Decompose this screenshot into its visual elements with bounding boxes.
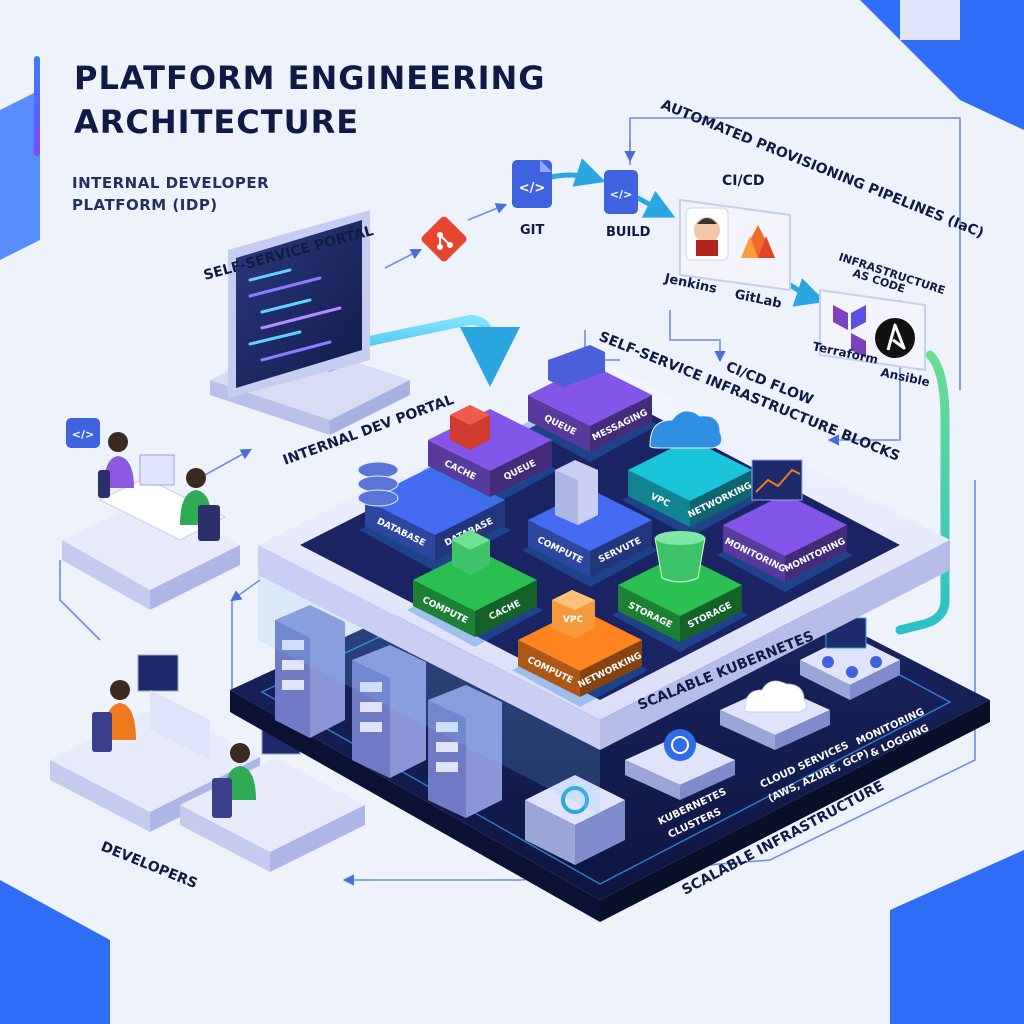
page-title-line1: PLATFORM ENGINEERING [74,59,546,97]
chip-icon [452,530,490,575]
database-icon [357,461,399,507]
server-racks [275,605,502,818]
vpc-icon-label: VPC [563,615,584,625]
developer-code-bubble: </> [66,418,100,448]
queue-icon [548,345,605,387]
kubernetes-tile [625,729,735,800]
label-cicd: CI/CD [722,173,765,189]
iac-to-kubernetes-arrow [895,350,950,635]
gear-server-icon [525,775,625,865]
build-icon: </> [604,170,638,214]
label-developers: DEVELOPERS [99,839,200,892]
title-block: PLATFORM ENGINEERING ARCHITECTURE [34,56,594,156]
cloud-network-icon [649,410,723,449]
label-git: GIT [520,223,545,238]
jenkins-icon [685,207,729,261]
subtitle-line2: PLATFORM (IDP) [72,196,218,214]
ansible-icon [875,318,915,358]
subtitle-line1: INTERNAL DEVELOPER [72,174,270,192]
flow-line-developers-up [59,560,101,641]
redis-icon [450,405,490,450]
svg-text:</>: </> [72,428,94,441]
page-subtitle: INTERNAL DEVELOPER PLATFORM (IDP) [72,172,269,216]
monitoring-tile [800,617,900,700]
portal-to-platform-arrow [345,314,520,387]
vpc-icon: VPC [552,590,595,638]
git-icon [421,216,467,262]
label-gitlab: GitLab [733,287,783,312]
chart-icon [751,459,803,501]
cloud-icon [743,680,807,713]
kubernetes-icon [664,729,696,761]
label-build: BUILD [606,225,651,240]
developer-desk-top [62,432,240,610]
self-service-portal-monitor[interactable] [210,210,410,435]
cloud-services-tile [720,680,830,750]
infrastructure-blocks: DATABASEDATABASECACHEQUEUEQUEUEMESSAGING… [357,345,853,707]
bucket-icon [654,531,706,583]
flow-line-return [342,480,976,886]
terraform-icon [833,305,866,358]
page-title-line2: ARCHITECTURE [74,103,360,141]
svg-text:</>: </> [519,181,546,196]
cicd-panel [679,198,791,292]
server-icon [555,460,598,525]
flow-arrow-portal-git [384,248,422,269]
title-accent-bar [34,56,40,156]
git-code-icon: </> [512,160,552,208]
svg-text:</>: </> [610,188,632,201]
iac-panel [819,288,926,372]
gitlab-icon [741,225,775,258]
